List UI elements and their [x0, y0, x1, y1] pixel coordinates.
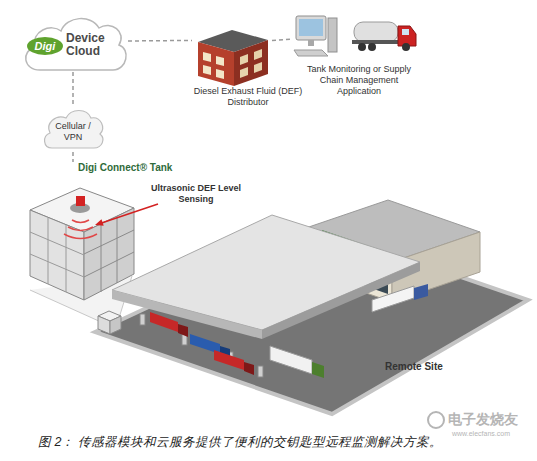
keyboard [294, 50, 328, 56]
cloud-outline [26, 19, 126, 70]
ultrasonic-sensor [76, 196, 85, 206]
logo-text: Digi [27, 37, 63, 55]
window [216, 56, 224, 66]
window [216, 69, 224, 79]
cage-bar [30, 254, 84, 277]
cloud-service: DigiDevice Cloud [18, 10, 128, 72]
cage-bar [84, 230, 134, 254]
canopy-roof [112, 215, 420, 330]
watermark: 电子发烧友 [448, 411, 518, 428]
building-wall [234, 40, 268, 86]
site-tank [110, 316, 121, 334]
window [203, 52, 211, 62]
truck-cab [178, 324, 188, 337]
arrow-head [95, 219, 104, 226]
node-label: Cellular / VPN [50, 121, 96, 143]
cage-bar [84, 252, 134, 277]
node-label: Diesel Exhaust Fluid (DEF) Distributor [192, 86, 304, 108]
dashed-connector [72, 72, 74, 106]
fuel-pump [140, 314, 145, 325]
network-bubble: Cellular / VPN [42, 106, 104, 152]
truck-trailer [150, 312, 178, 332]
dashed-connector [72, 152, 74, 162]
dashed-connector [128, 40, 192, 42]
wheel [402, 43, 410, 51]
tank-face [84, 208, 134, 300]
monitor [296, 16, 326, 40]
node-shape [292, 8, 422, 112]
truck-cab [414, 284, 428, 300]
sound-wave [72, 220, 89, 223]
bubble-outline [45, 111, 103, 149]
sound-wave [64, 234, 97, 239]
window [240, 67, 248, 78]
wheel [368, 43, 376, 51]
fuel-pump [258, 366, 263, 377]
truck-trailer [214, 350, 244, 370]
truck-cab [244, 362, 254, 375]
window [240, 54, 248, 65]
distributor-building: Diesel Exhaust Fluid (DEF) Distributor [192, 22, 272, 114]
tank-face [30, 210, 84, 300]
window [254, 62, 262, 73]
dashed-connector [272, 39, 292, 40]
callout-arrow [100, 204, 158, 224]
cage-bar [30, 232, 84, 255]
cage-bar [117, 216, 118, 283]
callout-label: Ultrasonic DEF Level Sensing [150, 183, 242, 205]
building-wall [198, 42, 234, 86]
sound-wave [68, 227, 93, 231]
truck-trailer [372, 286, 414, 312]
canopy-edge [112, 290, 262, 339]
cloud-name: Device Cloud [66, 32, 118, 58]
cab-window [402, 29, 409, 35]
watermark-logo [428, 412, 444, 428]
node-label: Tank Monitoring or Supply Chain Manageme… [300, 64, 418, 97]
truck-cab [398, 26, 416, 46]
window [254, 49, 262, 60]
screen [299, 19, 323, 36]
truck-cab [312, 362, 324, 378]
site-label: Remote Site [385, 361, 443, 373]
computer-tower [328, 18, 337, 52]
monitor-stand [308, 40, 314, 46]
cage-bar [101, 224, 102, 292]
truck-trailer [270, 346, 312, 374]
cage-bar [48, 218, 49, 284]
monitoring-application: Tank Monitoring or Supply Chain Manageme… [292, 8, 422, 112]
node-heading: Digi Connect® Tank [78, 162, 172, 174]
wheel [358, 43, 366, 51]
window [203, 65, 211, 75]
canopy-edge [262, 262, 420, 339]
figure-caption: 图 2： 传感器模块和云服务提供了便利的交钥匙型远程监测解决方案。 [38, 435, 442, 450]
watermark: www.elecfans.com [452, 430, 510, 438]
site-tank [98, 316, 110, 334]
tanker-tank [354, 22, 398, 42]
truck-chassis [352, 40, 404, 44]
